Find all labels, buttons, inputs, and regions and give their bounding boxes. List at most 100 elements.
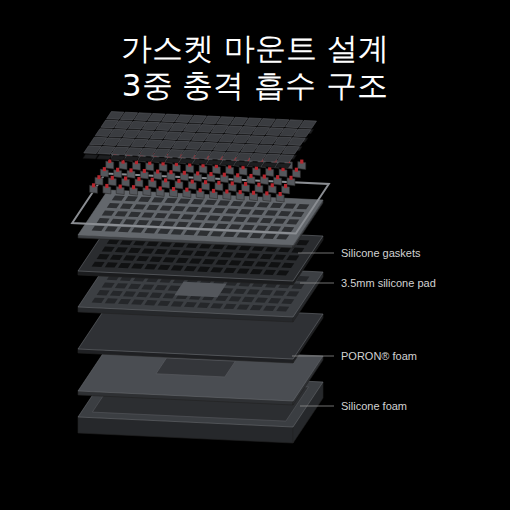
switch-stem	[156, 170, 159, 174]
keycap-side	[179, 159, 194, 164]
switch-stem	[217, 181, 220, 185]
switch-stem	[263, 175, 266, 179]
pad-hole	[242, 297, 255, 302]
gasket-hole	[255, 261, 268, 266]
plate-hole	[186, 207, 199, 212]
plate-hole	[163, 221, 176, 226]
switch-stem	[236, 173, 239, 177]
gasket-hole	[158, 265, 171, 270]
switch-stem	[116, 168, 119, 172]
keycap	[276, 155, 293, 163]
gasket-hole	[286, 255, 299, 260]
plate-hole	[247, 217, 260, 222]
switch-stem	[199, 188, 202, 192]
gasket-hole	[273, 255, 286, 260]
keycap-side	[152, 157, 167, 162]
plate-hole	[229, 224, 242, 229]
plate-hole	[173, 206, 186, 211]
pad-hole	[154, 285, 167, 290]
keycap-side	[193, 159, 208, 164]
plate-hole	[260, 218, 273, 223]
keycap-side	[234, 161, 249, 166]
gasket-hole	[154, 249, 167, 254]
plate-hole	[252, 210, 265, 215]
switch-stem	[204, 180, 207, 184]
pad-hole	[234, 289, 247, 294]
plate-hole	[257, 202, 270, 207]
gasket-hole	[276, 270, 289, 275]
pad-hole	[110, 291, 123, 296]
plate-hole	[176, 222, 189, 227]
switch-stem	[132, 185, 135, 189]
foam-cutout	[156, 358, 235, 377]
switch-stem	[244, 182, 247, 186]
switch-stem	[177, 179, 180, 183]
keycap	[288, 138, 305, 146]
plate-hole	[273, 219, 286, 224]
plate-hole	[165, 198, 178, 203]
plate-hole	[146, 205, 159, 210]
plate-hole	[255, 225, 268, 230]
switch-stem	[164, 178, 167, 182]
pad-hole	[105, 298, 118, 303]
part-label: 3.5mm silicone pad	[341, 276, 436, 290]
pad-hole	[149, 293, 162, 298]
switch-stem	[143, 169, 146, 173]
switch-stem	[92, 183, 95, 187]
gasket-hole	[189, 258, 202, 263]
leader-line	[300, 406, 334, 407]
plate-hole	[110, 219, 123, 224]
plate-hole	[281, 227, 294, 232]
plate-hole	[270, 203, 283, 208]
plate-hole	[120, 204, 133, 209]
gasket-hole	[144, 264, 157, 269]
switch-stem	[300, 160, 303, 164]
plate-hole	[168, 214, 181, 219]
pad-hole	[118, 299, 131, 304]
pad-hole	[237, 304, 250, 309]
gasket-hole	[215, 260, 228, 265]
plate-hole	[136, 220, 149, 225]
plate-hole	[237, 232, 250, 237]
plate-hole	[234, 217, 247, 222]
part-label: PORON® foam	[341, 349, 417, 363]
plate-hole	[125, 196, 138, 201]
gasket-hole	[281, 263, 294, 268]
plate-hole	[138, 197, 151, 202]
pad-hole	[141, 284, 154, 289]
switch-stem	[265, 191, 268, 195]
switch-stem	[119, 185, 122, 189]
plate-hole	[141, 212, 154, 217]
plate-hole	[171, 229, 184, 234]
gasket-hole	[268, 262, 281, 267]
pad-hole	[131, 300, 144, 305]
gasket-hole	[102, 247, 115, 252]
plate-hole	[265, 210, 278, 215]
plate-hole	[268, 226, 281, 231]
switch-stem	[249, 174, 252, 178]
switch-stem	[223, 173, 226, 177]
switch-stem	[169, 170, 172, 174]
switch-stem	[257, 183, 260, 187]
plate-hole	[212, 208, 225, 213]
gasket-hole	[184, 266, 197, 271]
keycap-side	[110, 156, 125, 161]
pad-hole	[97, 290, 110, 295]
pad-hole	[281, 299, 294, 304]
pad-hole	[247, 289, 260, 294]
pad-hole	[260, 290, 273, 295]
plate-hole	[159, 205, 172, 210]
gasket-hole	[136, 256, 149, 261]
gasket-hole	[176, 258, 189, 263]
plate-hole	[189, 222, 202, 227]
switch-stem	[129, 168, 132, 172]
gasket-hole	[97, 254, 110, 259]
switch-stem	[159, 186, 162, 190]
keycap-side	[124, 156, 139, 161]
pad-hole	[115, 283, 128, 288]
switch-stem	[145, 186, 148, 190]
gasket-hole	[197, 267, 210, 272]
plate-hole	[133, 204, 146, 209]
switch-stem	[271, 183, 274, 187]
switch-stem	[183, 171, 186, 175]
